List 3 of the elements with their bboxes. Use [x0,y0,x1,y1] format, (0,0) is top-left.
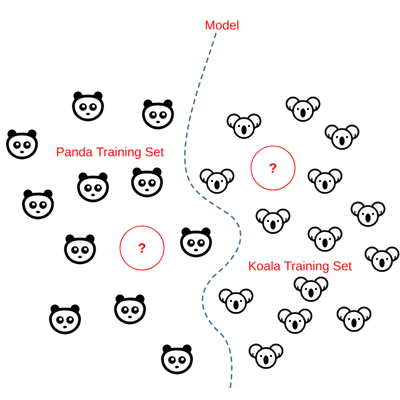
group-label: Panda Training Set [57,147,164,159]
group-label: Model [206,20,238,30]
group-label: Koala Training Set [249,261,352,273]
